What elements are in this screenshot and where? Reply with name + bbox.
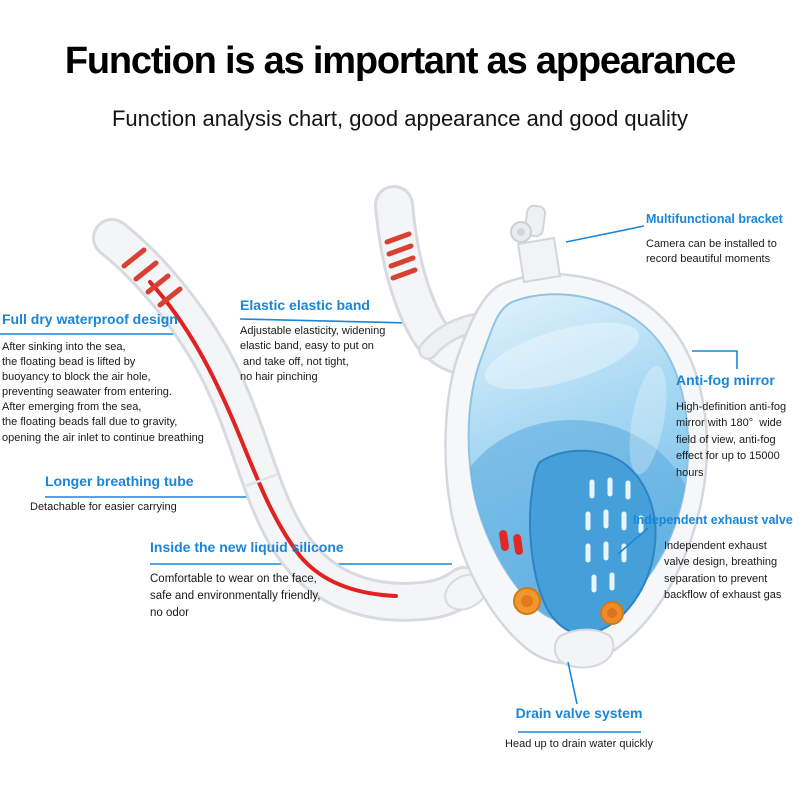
callout-heading: Inside the new liquid silicone	[150, 539, 344, 555]
callout-full-dry-waterproof: Full dry waterproof design After sinking…	[2, 311, 254, 446]
drain-valve-icon	[554, 628, 615, 669]
left-tube-vents-icon	[121, 247, 183, 308]
leader-bracket	[565, 225, 645, 243]
callout-heading: Drain valve system	[515, 705, 643, 721]
callout-heading: Longer breathing tube	[45, 473, 194, 489]
leader-exhaust	[617, 527, 649, 555]
vent-slits-icon	[585, 477, 644, 593]
callout-elastic-band: Elastic elastic band Adjustable elastici…	[240, 297, 452, 386]
callout-body: Independent exhaust valve design, breath…	[664, 539, 782, 602]
callout-heading: Independent exhaust valve	[633, 513, 793, 527]
mask	[444, 273, 709, 669]
camera-mount-bracket	[510, 204, 562, 284]
front-red-vents-icon	[499, 530, 523, 555]
callout-body: High-definition anti-fog mirror with 180…	[676, 400, 787, 479]
callout-multifunctional-bracket: Multifunctional bracket Camera can be in…	[646, 212, 800, 268]
right-snorkel-tube	[374, 185, 482, 376]
callout-body: Adjustable elasticity, widening elastic …	[240, 324, 386, 384]
leader-lines-front	[518, 350, 738, 733]
callout-body: Camera can be installed to record beauti…	[646, 237, 777, 266]
callout-body: Head up to drain water quickly	[505, 737, 653, 750]
mouth-vent-cup	[529, 449, 657, 636]
callout-heading: Full dry waterproof design	[2, 311, 178, 327]
callout-heading: Anti-fog mirror	[676, 372, 775, 388]
callout-body: After sinking into the sea, the floating…	[2, 340, 204, 444]
callout-drain-valve-system: Drain valve system Head up to drain wate…	[488, 705, 670, 752]
callout-independent-exhaust-valve: Independent exhaust valve Independent ex…	[633, 513, 798, 604]
callout-body: Detachable for easier carrying	[30, 500, 177, 513]
visor-highlight	[484, 322, 640, 390]
callout-heading: Elastic elastic band	[240, 297, 370, 313]
callout-liquid-silicone: Inside the new liquid silicone Comfortab…	[150, 539, 392, 622]
left-snorkel-tube	[92, 218, 488, 622]
callout-heading: Multifunctional bracket	[646, 212, 783, 226]
leader-antifog	[692, 350, 738, 369]
exhaust-valve-icon	[513, 587, 624, 625]
page-subtitle: Function analysis chart, good appearance…	[111, 106, 689, 131]
tube-red-stripe	[148, 280, 398, 598]
page-title: Function is as important as appearance	[64, 40, 736, 82]
leader-drain	[567, 661, 578, 705]
callout-body: Comfortable to wear on the face, safe an…	[150, 572, 321, 620]
right-tube-vents-icon	[384, 231, 418, 281]
callout-longer-breathing-tube: Longer breathing tube Detachable for eas…	[30, 473, 270, 515]
callout-anti-fog-mirror: Anti-fog mirror High-definition anti-fog…	[676, 372, 800, 481]
